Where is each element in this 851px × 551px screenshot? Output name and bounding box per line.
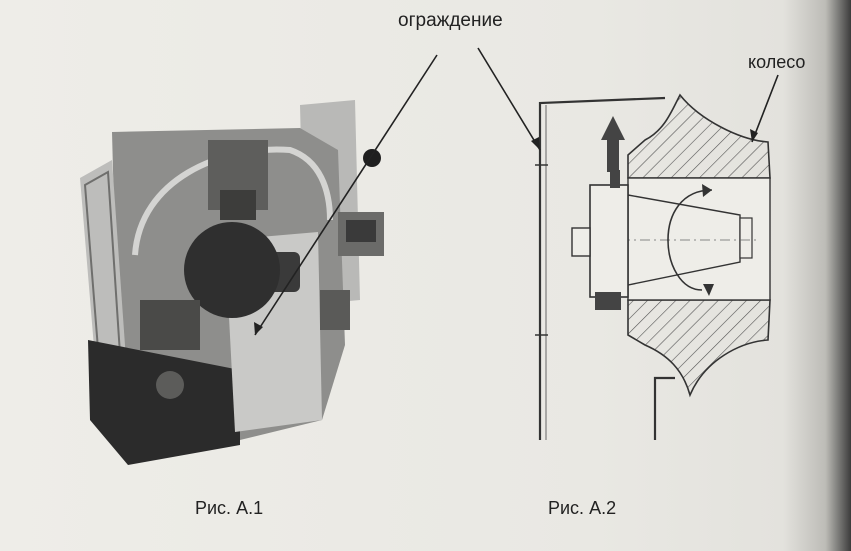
- figure-a1-caption: Рис. А.1: [195, 498, 264, 518]
- wheel-label: колесо: [748, 52, 806, 72]
- guard-leader-line-2: [477, 47, 541, 151]
- wheel-lower-section: [627, 299, 771, 398]
- wheel-leader-line: [751, 74, 779, 143]
- machine-mechanism: [140, 300, 200, 350]
- guard-leader-line-1: [254, 54, 438, 336]
- guard-outline: [538, 96, 666, 440]
- machine-base: [88, 340, 240, 465]
- cutter-insert: [595, 292, 621, 310]
- figure-a2-caption: Рис. А.2: [548, 498, 617, 518]
- guard-label: ограждение: [398, 10, 503, 31]
- rotation-arrow: [667, 189, 713, 291]
- feed-arrow-shaft: [607, 138, 619, 172]
- machine-chamber: [184, 222, 280, 318]
- feed-arrow-head: [601, 116, 625, 140]
- guard-bracket: [653, 376, 675, 440]
- wheel-upper-section: [627, 93, 771, 179]
- cutter-holder: [589, 184, 629, 298]
